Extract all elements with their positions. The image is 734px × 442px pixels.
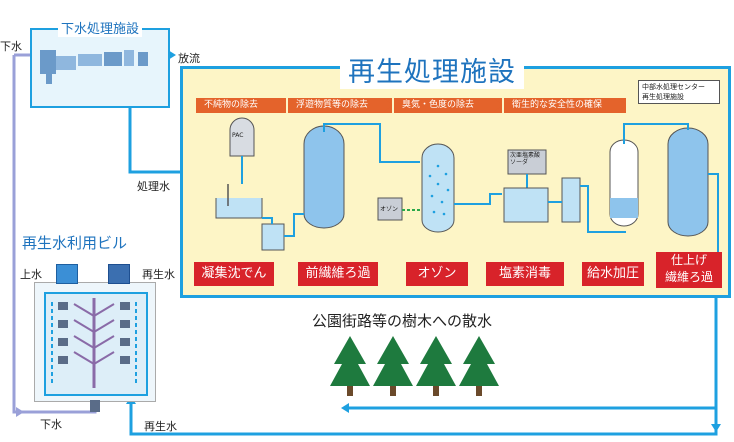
reclaimed-in-label: 再生水 [142,268,175,281]
stage-impurity-removal: 不純物の除去 [196,98,286,113]
plant-caption-box [638,80,720,104]
stage-sanitary-safety: 衛生的な安全性の確保 [504,98,626,113]
sewage-out-label: 下水 [40,418,62,431]
chlorine-tank-label: 次亜塩素酸ソーダ [510,152,541,166]
treated-water-label: 処理水 [137,180,170,193]
tap-water-tank [56,264,78,284]
stage-odor-color-removal: 臭気・色度の除去 [394,98,502,113]
process-pressurization: 給水加圧 [582,262,644,286]
sewage-tanks-icon [40,50,148,84]
sewage-inflow-label: 下水 [0,40,22,53]
process-chlorination: 塩素消毒 [486,262,564,286]
tap-water-label: 上水 [20,268,42,281]
process-finishing-line1: 仕上げ [670,253,707,267]
process-pre-fiber-filtration: 前繊維ろ過 [298,262,378,286]
building-title: 再生水利用ビル [22,234,128,252]
sewage-facility-title: 下水処理施設 [58,18,143,37]
plant-caption-line2: 再生処理施設 [642,93,684,101]
stage-arrow-icon [384,98,392,112]
ozone-generator-label: オゾン [380,206,399,213]
stage-suspended-solids-removal: 浮遊物質等の除去 [288,98,392,113]
process-coagulation: 凝集沈でん [194,262,274,286]
discharge-label: 放流 [178,52,200,65]
process-equipment [215,117,719,264]
process-ozone: オゾン [406,262,468,286]
pac-tank-label: PAC [232,132,244,139]
sewage-outlet-pipe [90,400,100,412]
stage-arrow-icon [618,98,626,112]
reclaimed-water-tank [108,264,130,284]
trees-icon [330,336,499,396]
stage-arrow-icon [494,98,502,112]
reclaimed-bottom-label: 再生水 [144,420,177,433]
plant-title: 再生処理施設 [340,50,524,89]
process-finishing-line2: 繊維ろ過 [664,270,713,284]
building-plumbing-icon [51,298,137,388]
process-finishing-fiber-filtration: 仕上げ 繊維ろ過 [656,252,722,288]
plant-caption-line1: 中部水処理センター [642,83,705,91]
irrigation-title: 公園街路等の樹木への散水 [312,312,493,330]
stage-arrow-icon [278,98,286,112]
